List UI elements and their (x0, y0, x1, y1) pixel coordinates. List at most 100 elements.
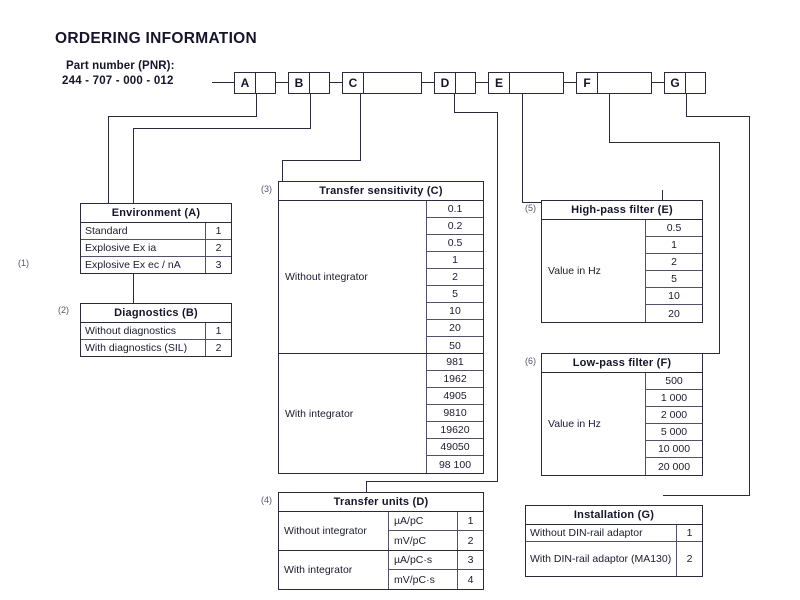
table-installation: Installation (G) Without DIN-rail adapto… (525, 505, 703, 577)
diagnostics-label-0: Without diagnostics (85, 325, 177, 337)
table-row: mV/pC·s 4 (389, 570, 483, 589)
code-letter-f: F (577, 73, 598, 93)
table-transfer-sensitivity: Transfer sensitivity (C) Without integra… (278, 181, 484, 474)
units-code-0-0: 1 (457, 512, 483, 530)
table-low-pass-filter: Low-pass filter (F) Value in Hz 500 1 00… (541, 353, 703, 476)
environment-label-2: Explosive Ex ec / nA (85, 259, 181, 271)
connector-g-seg2 (686, 116, 750, 118)
high-pass-value: 10 (646, 288, 702, 305)
sensitivity-value: 49050 (427, 439, 483, 456)
sensitivity-group-without-integrator: Without integrator 0.1 0.2 0.5 1 2 5 10 … (279, 201, 483, 354)
code-box-e[interactable]: E (488, 72, 564, 94)
table-row: Standard 1 (81, 223, 231, 240)
code-box-a[interactable]: A (234, 72, 276, 94)
table-diagnostics-title: Diagnostics (B) (81, 304, 231, 323)
part-number-label: Part number (PNR): (66, 60, 175, 72)
low-pass-value: 20 000 (657, 460, 691, 473)
units-code-1-0: 3 (457, 551, 483, 569)
footnote-marker-1: (1) (18, 258, 29, 268)
low-pass-value: 10 000 (646, 441, 702, 458)
units-group-label-0: Without integrator (279, 512, 389, 550)
code-slot-d[interactable] (456, 73, 475, 93)
sensitivity-value: 2 (427, 269, 483, 286)
table-high-pass-filter-title: High-pass filter (E) (542, 201, 702, 220)
high-pass-value: 20 (668, 307, 680, 320)
sensitivity-value: 0.1 (427, 201, 483, 218)
units-unit-1-0: µA/pC·s (394, 554, 433, 566)
code-slot-b[interactable] (310, 73, 329, 93)
sensitivity-value: 50 (449, 339, 461, 352)
sensitivity-value: 9810 (427, 405, 483, 422)
table-row: Explosive Ex ia 2 (81, 240, 231, 257)
sensitivity-group-with-integrator: With integrator 981 1962 4905 9810 19620… (279, 354, 483, 473)
installation-code-0: 1 (676, 525, 702, 541)
code-slot-g[interactable] (686, 73, 705, 93)
connector-f-g (652, 82, 664, 84)
low-pass-value: 5 000 (646, 424, 702, 441)
units-unit-1-1: mV/pC·s (394, 573, 435, 586)
table-installation-title: Installation (G) (526, 506, 702, 525)
code-slot-f[interactable] (598, 73, 651, 93)
connector-g-seg3 (749, 116, 751, 496)
units-group-label-1: With integrator (279, 551, 389, 589)
table-row: µA/pC 1 (389, 512, 483, 531)
connector-c-seg3 (282, 160, 284, 182)
table-row: With DIN-rail adaptor (MA130) 2 (526, 542, 702, 576)
connector-a-seg2 (108, 116, 257, 118)
code-box-g[interactable]: G (664, 72, 706, 94)
low-pass-value: 2 000 (646, 407, 702, 424)
table-environment: Environment (A) Standard 1 Explosive Ex … (80, 203, 232, 274)
installation-code-1: 2 (676, 542, 702, 576)
sensitivity-group-label-1: With integrator (279, 354, 427, 473)
connector-g-seg4 (663, 495, 750, 497)
part-number-value: 244 - 707 - 000 - 012 (62, 75, 174, 87)
connector-a-b (276, 82, 288, 84)
table-transfer-units-title: Transfer units (D) (279, 493, 483, 512)
connector-d-e (476, 82, 488, 84)
code-slot-e[interactable] (510, 73, 563, 93)
sensitivity-value: 0.2 (427, 218, 483, 235)
diagnostics-code-1: 2 (205, 340, 231, 356)
table-high-pass-filter: High-pass filter (E) Value in Hz 0.5 1 2… (541, 200, 703, 323)
environment-code-2: 3 (205, 257, 231, 273)
sensitivity-value: 0.5 (427, 235, 483, 252)
sensitivity-value: 981 (427, 354, 483, 371)
sensitivity-value: 4905 (427, 388, 483, 405)
code-box-d[interactable]: D (434, 72, 476, 94)
sensitivity-value: 1 (427, 252, 483, 269)
units-group-with-integrator: With integrator µA/pC·s 3 mV/pC·s 4 (279, 551, 483, 589)
table-row: Explosive Ex ec / nA 3 (81, 257, 231, 273)
high-pass-label: Value in Hz (542, 220, 646, 322)
page-title: ORDERING INFORMATION (55, 30, 258, 47)
connector-f-seg2 (609, 142, 720, 144)
high-pass-value: 5 (646, 271, 702, 288)
sensitivity-group-label-0: Without integrator (279, 201, 427, 353)
diagnostics-label-1: With diagnostics (SIL) (85, 342, 188, 354)
code-box-b[interactable]: B (288, 72, 330, 94)
units-unit-0-0: µA/pC (394, 515, 424, 527)
footnote-marker-2: (2) (58, 305, 69, 315)
low-pass-label: Value in Hz (542, 373, 646, 475)
connector-e-seg1 (522, 94, 524, 202)
connector-d-seg3 (497, 112, 499, 482)
footnote-marker-4: (4) (261, 495, 272, 505)
code-box-c[interactable]: C (342, 72, 422, 94)
code-box-f[interactable]: F (576, 72, 652, 94)
connector-b-seg2 (133, 128, 311, 130)
code-letter-d: D (435, 73, 456, 93)
sensitivity-value: 5 (427, 286, 483, 303)
code-slot-a[interactable] (256, 73, 275, 93)
environment-code-0: 1 (205, 223, 231, 239)
footnote-marker-6: (6) (525, 356, 536, 366)
table-low-pass-filter-title: Low-pass filter (F) (542, 354, 702, 373)
connector-d-seg4 (366, 481, 498, 483)
code-letter-g: G (665, 73, 686, 93)
connector-d-seg1 (454, 94, 456, 112)
code-slot-c[interactable] (364, 73, 421, 93)
connector-g-seg1 (686, 94, 688, 116)
code-letter-a: A (235, 73, 256, 93)
units-unit-0-1: mV/pC (394, 534, 427, 547)
installation-label-1: With DIN-rail adaptor (MA130) (530, 552, 672, 565)
table-transfer-units: Transfer units (D) Without integrator µA… (278, 492, 484, 590)
connector-c-seg1 (360, 94, 362, 160)
